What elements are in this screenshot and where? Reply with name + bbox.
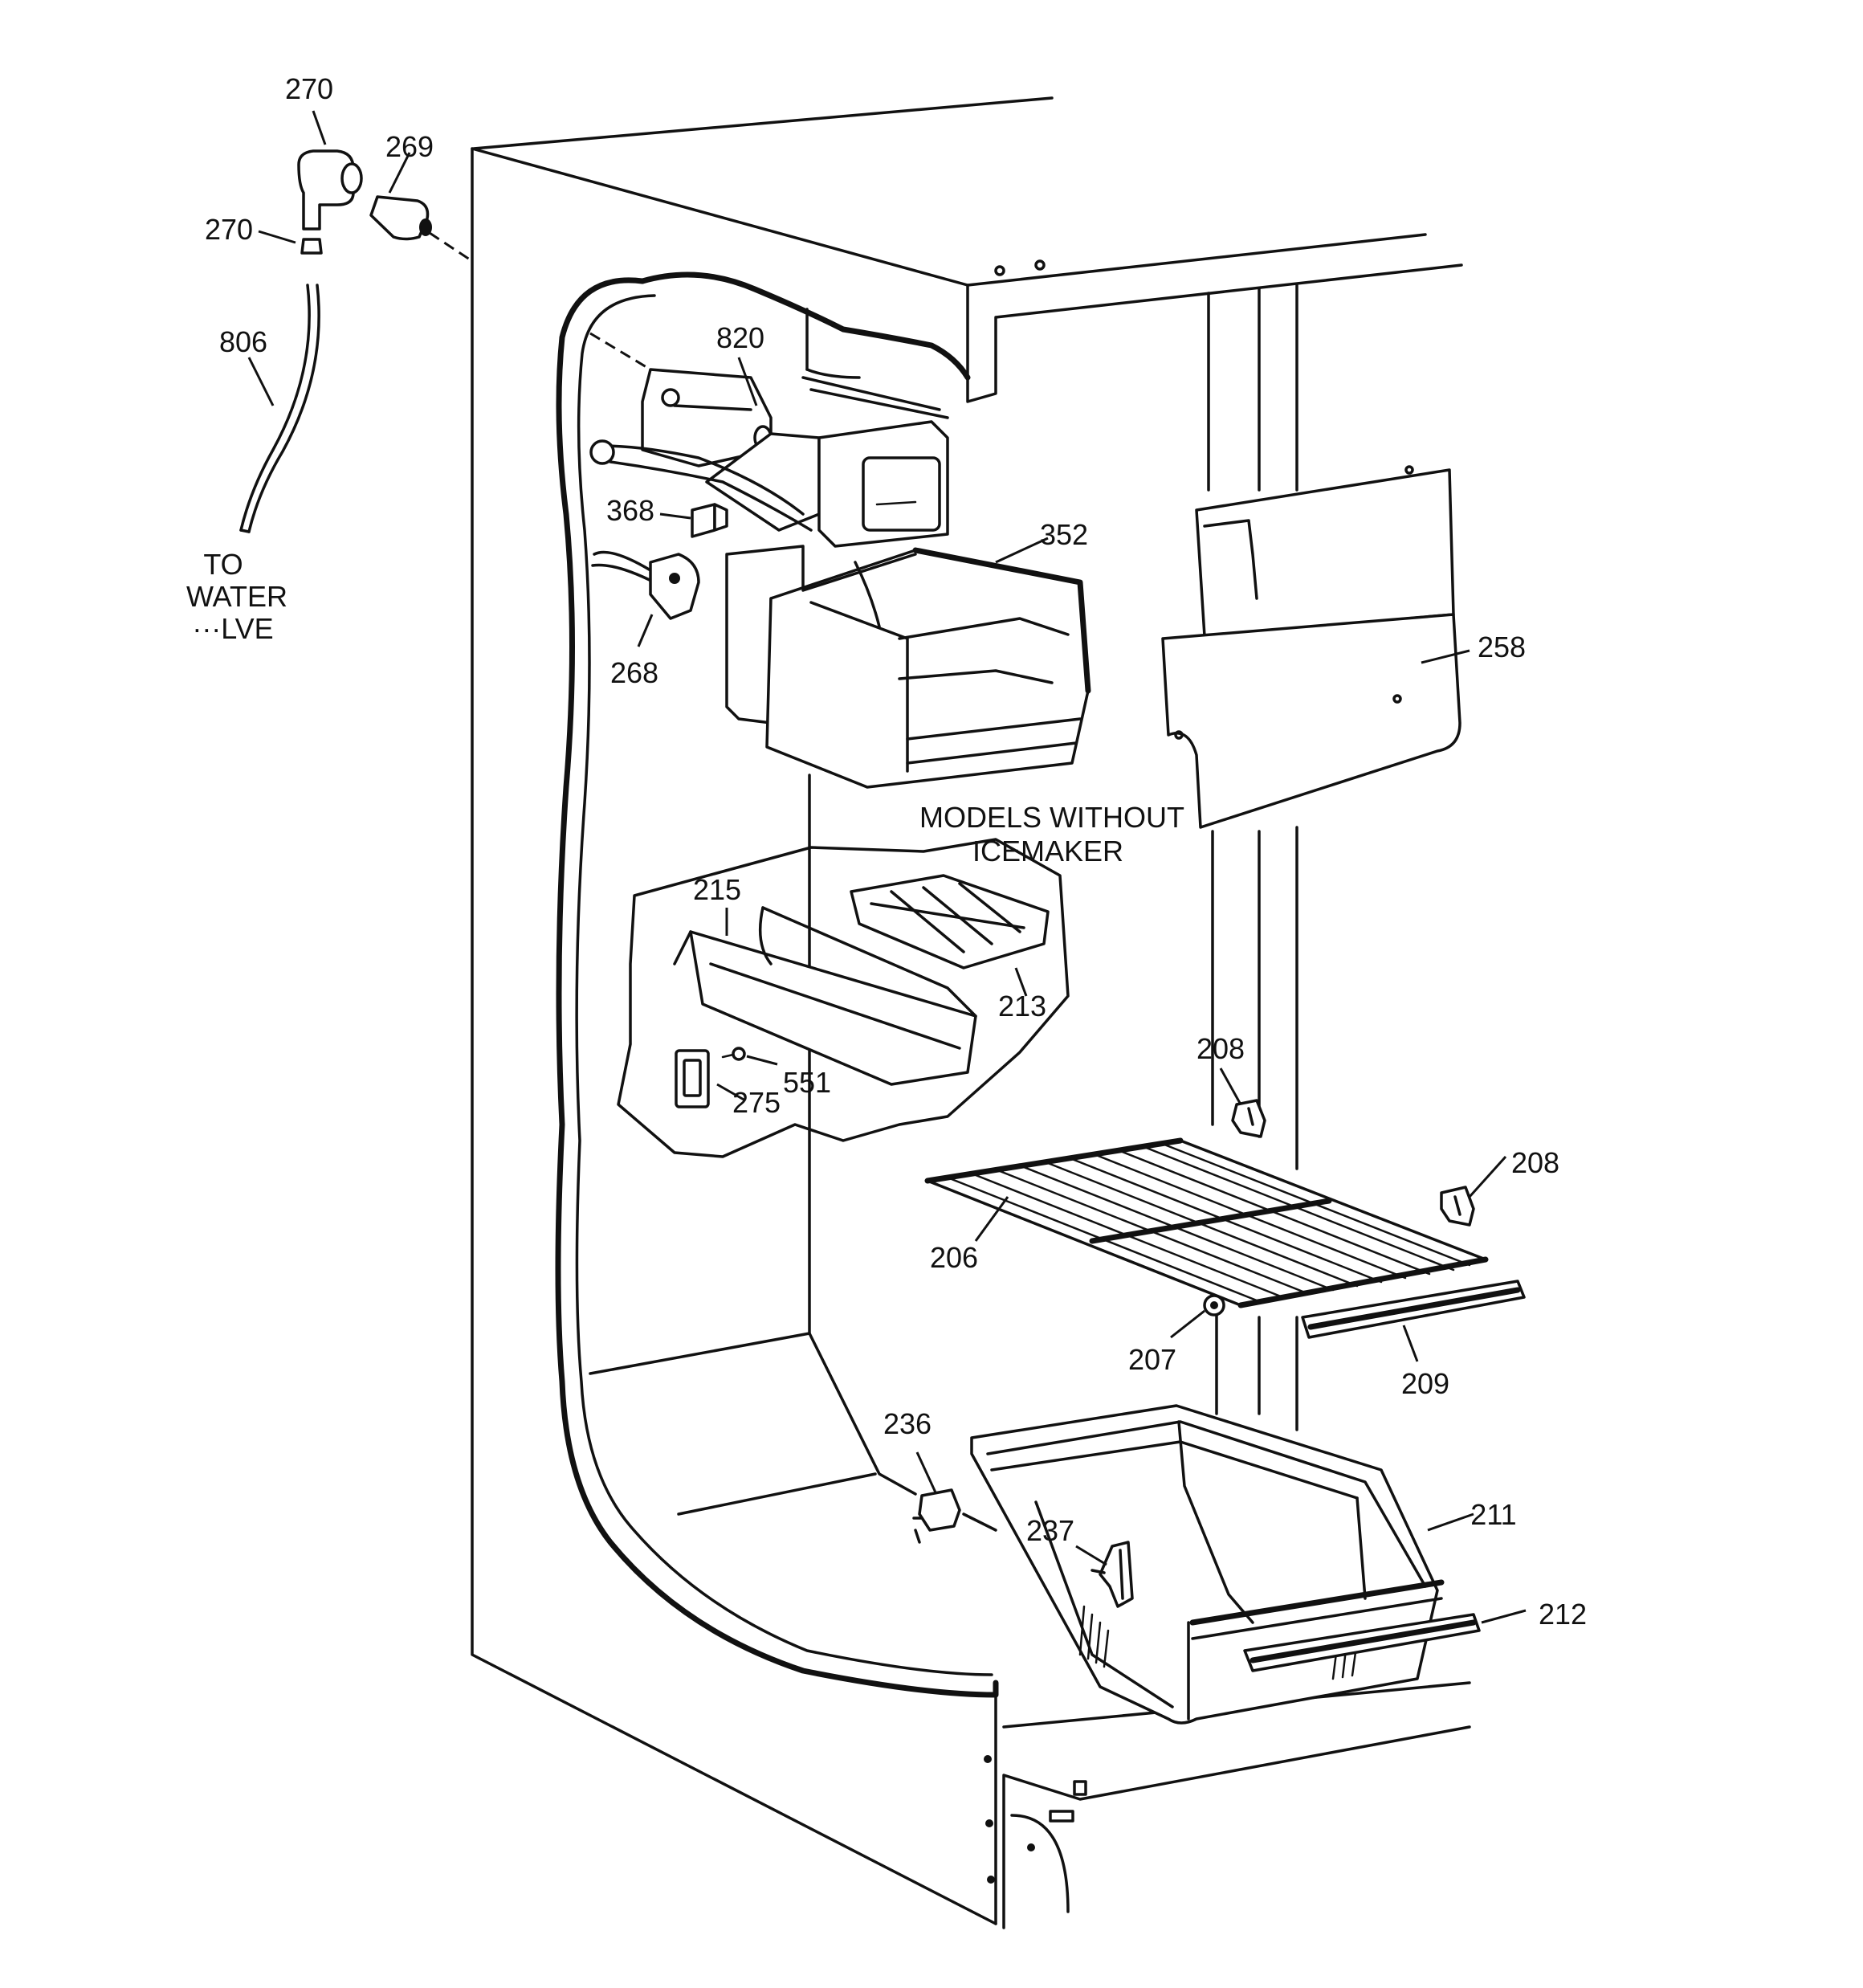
part-label-551: 551	[783, 1066, 831, 1099]
part-label-209: 209	[1401, 1367, 1449, 1400]
part-label-368: 368	[606, 494, 654, 527]
ice-bucket-352	[725, 545, 1091, 789]
trim-strip-209	[1301, 1280, 1526, 1339]
part-label-237: 237	[1026, 1514, 1074, 1547]
part-label-820: 820	[716, 321, 764, 354]
part-label-270-left: 270	[205, 213, 253, 246]
part-label-215: 215	[693, 873, 741, 906]
feeler-arm-268	[591, 550, 700, 620]
part-label-208-upper: 208	[1196, 1032, 1245, 1065]
part-label-236: 236	[883, 1407, 932, 1440]
shelf-clip-208-upper	[1231, 1099, 1266, 1138]
part-label-268: 268	[610, 656, 658, 689]
part-label-270-top: 270	[285, 72, 333, 105]
icemaker-assembly	[589, 332, 949, 548]
guard-panel-258	[1161, 465, 1461, 829]
bracket-236	[912, 1488, 997, 1544]
part-label-207: 207	[1128, 1343, 1176, 1376]
part-label-806: 806	[219, 325, 267, 358]
water-valve-note-line3: ···LVE	[192, 612, 273, 645]
leader-lines	[247, 110, 1527, 1624]
part-label-211: 211	[1470, 1498, 1516, 1531]
wire-shelf-206	[924, 1137, 1489, 1308]
shelf-clip-208-right	[1440, 1186, 1475, 1227]
crisper-pan-211	[970, 1404, 1445, 1725]
handle-212	[1243, 1613, 1481, 1672]
part-label-258: 258	[1478, 631, 1526, 663]
part-label-213: 213	[998, 990, 1046, 1023]
water-valve-note-line2: WATER	[186, 580, 287, 613]
cabinet-outline	[471, 96, 1471, 1929]
part-label-212: 212	[1539, 1598, 1587, 1631]
water-valve-note-line1: TO	[203, 548, 243, 581]
bracket-368	[691, 503, 728, 538]
bumper-207	[1203, 1294, 1225, 1316]
bracket-237	[1090, 1541, 1134, 1608]
part-label-208-right: 208	[1511, 1146, 1559, 1179]
water-fitting-assembly	[239, 149, 473, 533]
models-without-icemaker-line1: MODELS WITHOUT	[919, 801, 1184, 834]
models-without-icemaker-inset	[617, 838, 1070, 1158]
part-label-206: 206	[930, 1241, 978, 1274]
models-without-icemaker-line2: ICEMAKER	[972, 835, 1123, 867]
part-label-275: 275	[732, 1086, 781, 1119]
part-label-352: 352	[1040, 518, 1088, 551]
part-label-269: 269	[385, 130, 434, 163]
